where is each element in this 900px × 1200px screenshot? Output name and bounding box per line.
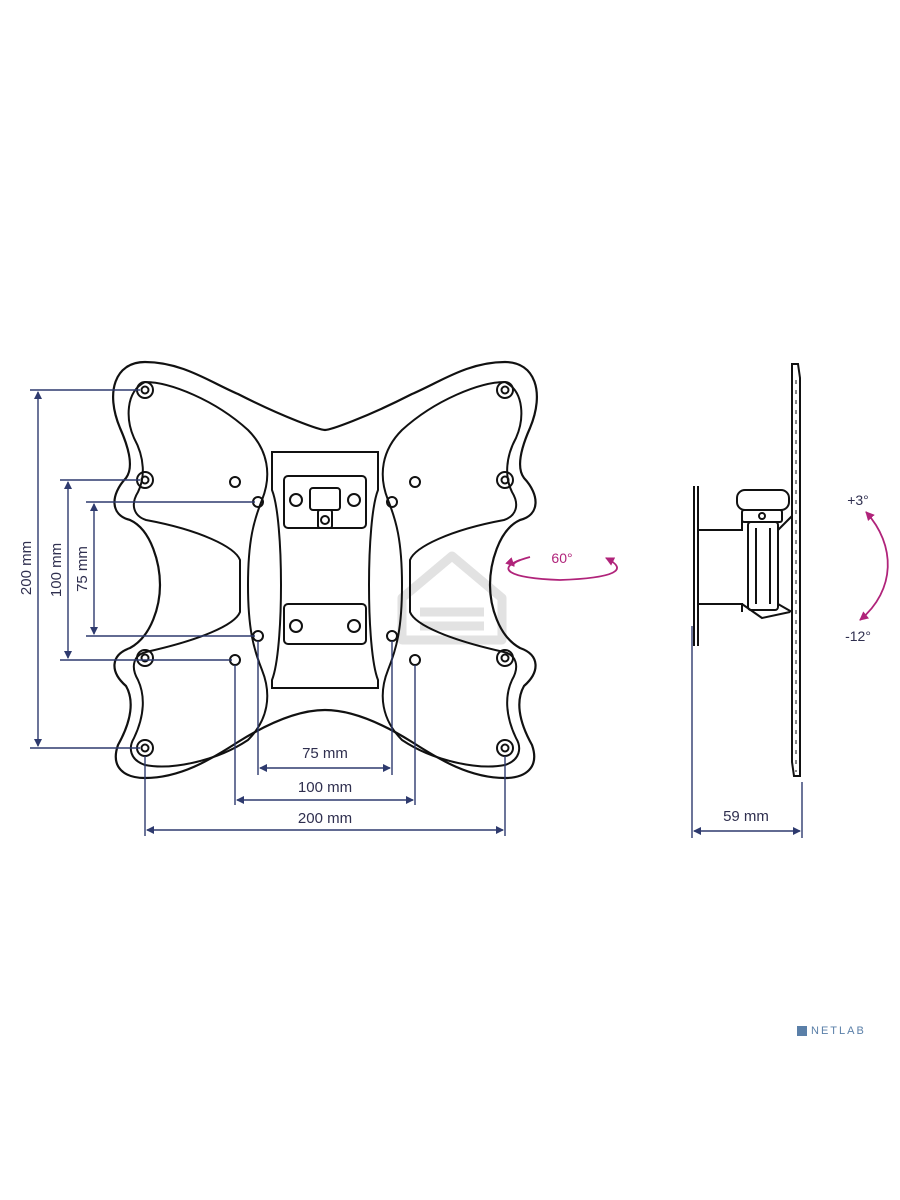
watermark-house-icon — [397, 551, 507, 645]
horizontal-dimensions — [144, 641, 506, 836]
dim-vertical-75-label: 75 mm — [74, 546, 91, 592]
dim-vertical-200-label: 200 mm — [18, 541, 35, 595]
netlab-logo-square-icon — [797, 1026, 807, 1036]
netlab-logo: NETLAB — [797, 1025, 866, 1037]
tilt-down-label: -12° — [845, 628, 871, 644]
depth-dimension — [691, 626, 803, 838]
side-view — [693, 363, 801, 777]
tilt-up-label: +3° — [847, 492, 869, 508]
dim-horizontal-200-label: 200 mm — [298, 810, 352, 827]
depth-label: 59 mm — [723, 808, 769, 825]
tilt-arrow-icon — [859, 511, 889, 621]
swivel-arrow-icon — [505, 556, 618, 581]
netlab-logo-text: NETLAB — [811, 1025, 866, 1037]
dim-horizontal-75-label: 75 mm — [302, 745, 348, 762]
dim-vertical-100-label: 100 mm — [48, 543, 65, 597]
vertical-dimensions — [30, 389, 255, 749]
dim-horizontal-100-label: 100 mm — [298, 779, 352, 796]
swivel-angle-label: 60° — [551, 550, 572, 566]
